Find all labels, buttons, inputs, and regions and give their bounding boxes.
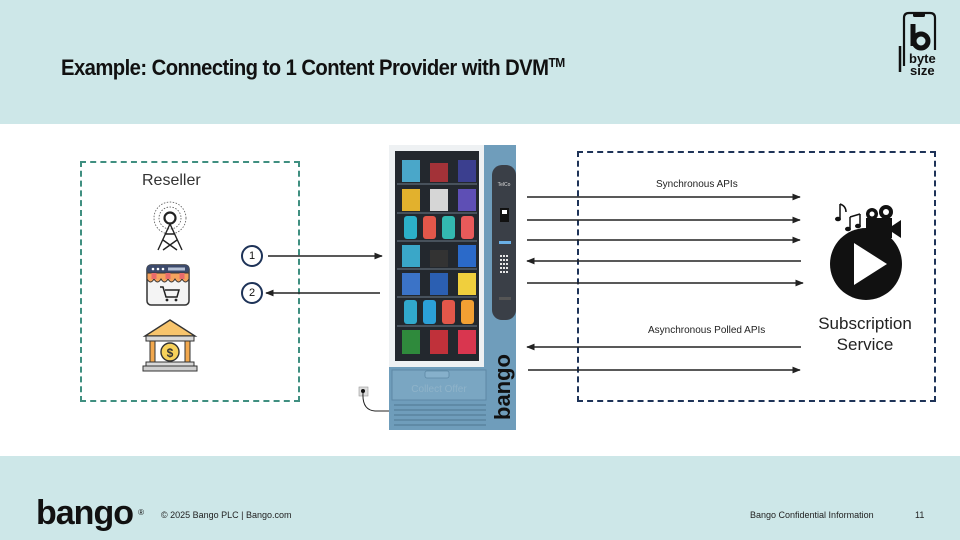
- power-outlet-icon: [358, 386, 389, 412]
- reseller-label: Reseller: [142, 172, 201, 189]
- footer-copyright: © 2025 Bango PLC | Bango.com: [161, 510, 292, 520]
- slide-title: Example: Connecting to 1 Content Provide…: [61, 55, 565, 81]
- bango-logo-text: bango: [36, 494, 134, 532]
- byte-size-phone-icon: byte size: [898, 11, 937, 78]
- service-label-line1: Subscription: [818, 314, 912, 333]
- panel-label: TelCo: [498, 182, 511, 188]
- footer-confidential: Bango Confidential Information: [750, 510, 874, 520]
- collect-offer-door: Collect Offer: [411, 384, 467, 395]
- page-number: 11: [915, 510, 925, 520]
- sync-apis-label: Synchronous APIs: [656, 179, 738, 190]
- bango-logo: bango ®: [36, 494, 144, 532]
- registered-mark: ®: [138, 508, 144, 517]
- vending-machine: TelCo bango Collect Offer: [389, 145, 516, 430]
- subscription-service-label: Subscription Service: [812, 313, 918, 355]
- machine-brand-logo: bango: [490, 354, 515, 420]
- svg-text:size: size: [910, 63, 935, 78]
- slide-title-text: Example: Connecting to 1 Content Provide…: [61, 55, 549, 80]
- header-band: [0, 0, 960, 124]
- async-apis-label: Asynchronous Polled APIs: [648, 325, 766, 336]
- subscription-service-group: [577, 151, 936, 402]
- svg-text:byte: byte: [909, 51, 936, 66]
- footer-band: [0, 456, 960, 540]
- step-2-badge: 2: [241, 282, 263, 304]
- step-1-badge: 1: [241, 245, 263, 267]
- reseller-group: [80, 161, 300, 402]
- service-label-line2: Service: [836, 335, 894, 354]
- product-shelves: [397, 160, 477, 354]
- trademark-superscript: TM: [548, 55, 565, 70]
